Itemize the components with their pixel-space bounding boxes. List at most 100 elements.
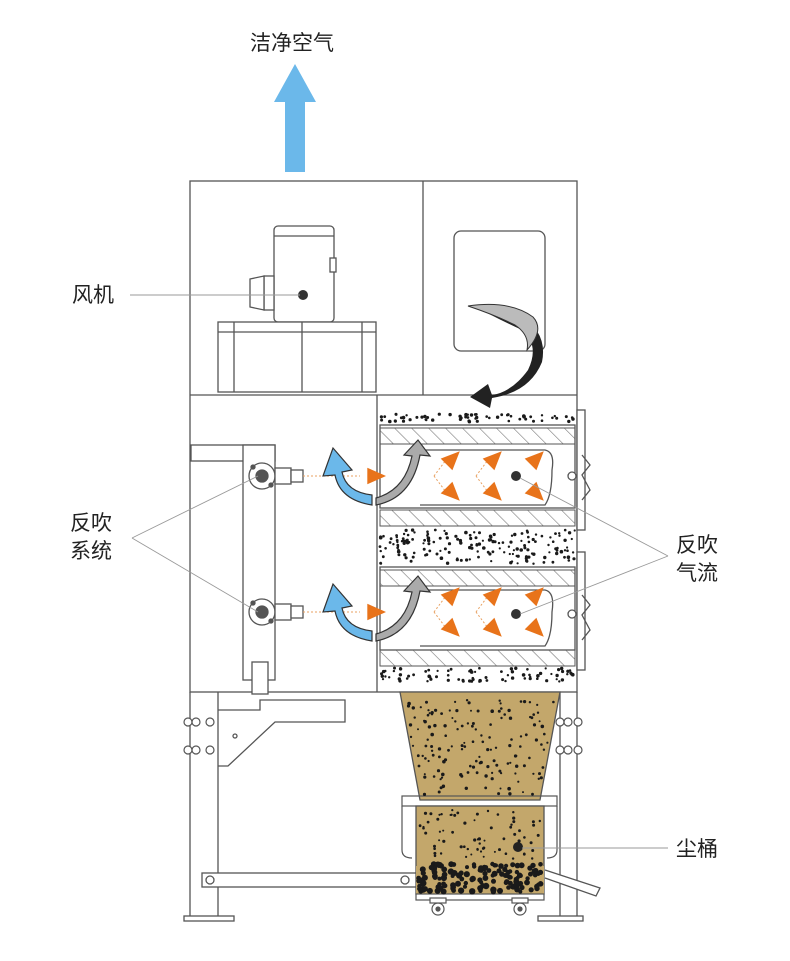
dust-particle xyxy=(518,873,523,878)
dust-particle xyxy=(498,547,501,550)
dust-particle xyxy=(500,413,504,417)
dust-particle xyxy=(439,852,443,855)
dust-particle xyxy=(528,677,532,681)
dust-particle xyxy=(447,868,455,875)
dust-particle xyxy=(563,549,567,552)
dust-particle xyxy=(451,862,457,867)
dust-particle xyxy=(526,548,530,552)
dust-particle xyxy=(539,776,543,780)
dust-particle xyxy=(470,853,473,856)
dust-particle xyxy=(437,790,441,794)
dust-particle xyxy=(531,820,535,824)
dust-particle xyxy=(506,413,509,417)
dust-particle xyxy=(478,755,481,759)
dust-particle xyxy=(419,706,422,709)
dust-particle xyxy=(467,701,471,705)
dust-particle xyxy=(532,562,535,565)
dust-particle xyxy=(555,673,559,678)
dust-particle xyxy=(392,543,395,546)
dust-particle xyxy=(573,529,576,532)
dust-particle xyxy=(401,415,406,420)
dust-particle xyxy=(531,537,535,542)
dust-particle xyxy=(478,666,481,670)
dust-particle xyxy=(441,866,448,873)
dust-particle xyxy=(481,847,485,850)
dust-particle xyxy=(497,709,501,713)
dust-particle xyxy=(489,723,492,726)
dust-particle xyxy=(510,862,516,868)
dust-particle xyxy=(500,670,503,673)
dust-particle xyxy=(402,539,405,542)
dust-particle xyxy=(454,720,457,723)
dust-particle xyxy=(484,676,488,679)
dust-particle xyxy=(429,812,433,816)
dust-particle xyxy=(508,792,512,796)
dust-particle xyxy=(475,415,479,420)
dust-particle xyxy=(531,792,534,796)
dust-particle xyxy=(430,713,434,716)
dust-particle xyxy=(507,786,511,791)
dust-particle xyxy=(442,759,446,764)
dust-particle xyxy=(506,762,510,765)
dust-particle xyxy=(475,759,478,763)
dust-particle xyxy=(541,766,545,769)
dust-particle xyxy=(442,839,446,843)
dust-particle xyxy=(499,871,505,877)
dust-particle xyxy=(466,416,470,419)
dust-particle xyxy=(477,555,480,559)
dust-particle xyxy=(399,416,403,420)
dust-particle xyxy=(417,764,421,768)
dust-particle xyxy=(426,680,429,683)
dust-particle xyxy=(466,722,470,725)
dust-particle xyxy=(534,533,538,536)
dust-particle xyxy=(536,833,540,837)
dust-particle xyxy=(538,772,541,776)
dust-particle xyxy=(504,879,510,885)
dust-particle xyxy=(424,744,428,748)
dust-particle xyxy=(433,847,436,850)
dust-particle xyxy=(559,549,564,554)
dust-particle xyxy=(483,839,486,842)
dust-particle xyxy=(457,678,461,681)
dust-particle xyxy=(394,420,397,423)
dust-particle xyxy=(491,878,496,884)
dust-particle xyxy=(563,555,566,559)
dust-particle xyxy=(398,667,403,671)
dust-particle xyxy=(481,740,485,744)
airflow-path-line xyxy=(433,595,447,613)
dust-particle xyxy=(534,738,539,742)
dust-particle xyxy=(499,702,502,705)
dust-particle xyxy=(479,880,484,885)
dust-particle xyxy=(540,414,544,417)
dust-particle xyxy=(448,709,451,712)
dust-particle xyxy=(509,825,513,829)
dust-particle xyxy=(566,555,571,559)
dust-particle xyxy=(504,852,508,855)
dust-particle xyxy=(422,792,427,797)
hopper-support xyxy=(183,692,601,922)
dust-particle xyxy=(433,851,437,855)
dust-particle xyxy=(397,553,401,557)
dust-particle xyxy=(426,820,430,824)
dust-particle xyxy=(481,539,484,542)
dust-particle xyxy=(553,414,556,418)
dust-particle xyxy=(428,712,431,715)
dust-particle xyxy=(510,676,515,680)
dust-particle xyxy=(416,878,422,884)
dust-particle xyxy=(498,848,501,852)
dust-particle xyxy=(441,871,448,878)
dust-particle xyxy=(519,735,523,738)
dust-particle xyxy=(511,552,514,556)
dust-particle xyxy=(532,772,535,775)
dust-particle xyxy=(551,560,555,564)
dust-particle xyxy=(523,700,527,704)
dust-particle xyxy=(426,416,430,419)
dust-particle xyxy=(540,534,544,538)
dust-particle xyxy=(566,546,569,549)
dust-particle xyxy=(514,666,518,670)
dust-particle xyxy=(514,862,521,869)
dust-particle xyxy=(519,700,523,703)
dust-particle xyxy=(471,678,475,681)
dust-particle xyxy=(498,863,504,869)
dust-particle xyxy=(478,680,481,683)
